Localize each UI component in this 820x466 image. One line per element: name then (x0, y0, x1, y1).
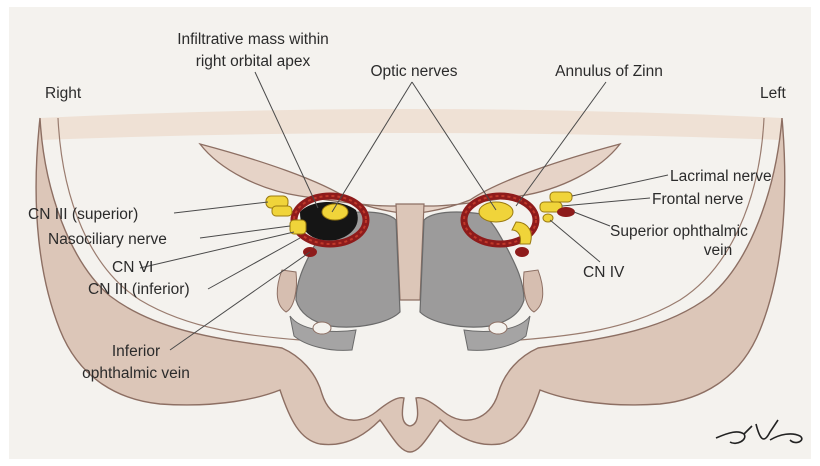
label-mass-line2: right orbital apex (196, 53, 311, 70)
lacrimal-nerve-left (550, 192, 572, 202)
label-right: Right (45, 85, 82, 102)
label-sov-line2: vein (704, 242, 732, 259)
label-mass-line1: Infiltrative mass within (177, 31, 329, 48)
label-annulus: Annulus of Zinn (555, 63, 663, 80)
label-sov-line1: Superior ophthalmic (610, 223, 748, 240)
superior-ophthalmic-vein-left (557, 207, 575, 217)
label-lacrimal: Lacrimal nerve (670, 168, 772, 185)
label-nasociliary: Nasociliary nerve (48, 231, 167, 248)
label-cn6: CN VI (112, 259, 153, 276)
label-cn4: CN IV (583, 264, 625, 281)
foramen-rotundum-left (489, 322, 507, 334)
inferior-ophthalmic-vein-left (515, 247, 529, 257)
central-septum (396, 204, 424, 300)
label-frontal: Frontal nerve (652, 191, 743, 208)
foramen-rotundum-right (313, 322, 331, 334)
label-iov-line2: ophthalmic vein (82, 365, 190, 382)
label-iov-line1: Inferior (112, 343, 160, 360)
label-cn3-inferior: CN III (inferior) (88, 281, 190, 298)
optic-nerve-left (479, 202, 513, 222)
label-left: Left (760, 85, 787, 102)
label-optic-nerves: Optic nerves (370, 63, 457, 80)
label-cn3-superior: CN III (superior) (28, 206, 138, 223)
